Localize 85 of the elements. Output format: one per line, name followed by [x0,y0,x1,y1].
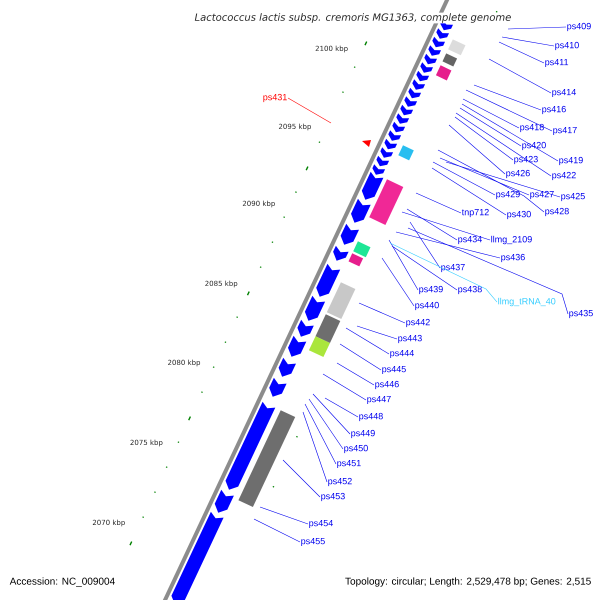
leader-line [282,460,320,498]
leader-line [410,222,440,268]
gene-label: ps445 [382,366,406,374]
gene-label: ps430 [507,210,531,220]
gene-label: ps409 [567,22,591,32]
gene-label: ps449 [351,430,375,438]
gene-label: ps454 [309,520,333,528]
leader-line [406,208,458,240]
gene-label: ps425 [561,192,585,202]
gene-label: ps429 [496,190,520,200]
leader-line [432,168,506,216]
gene-label: ps411 [545,58,568,68]
leader-line [308,398,344,450]
gene-label: ps422 [552,172,576,180]
gene-label: ps440 [415,302,439,310]
gene-label: ps436 [501,254,525,262]
gene-label: ps451 [337,460,361,468]
gene-label: ps442 [406,318,430,328]
gene-label: ps417 [553,126,577,136]
gene-label: ps426 [506,170,530,178]
leader-line [440,158,530,196]
gene-label: ps435 [569,310,593,318]
leader-line [456,112,552,176]
leader-line [466,90,552,132]
leader-line [396,232,500,258]
leader-line [392,246,458,290]
leader-line [460,108,522,146]
leader-line [312,394,350,434]
gene-label: ps438 [458,286,482,294]
leader-line [474,84,542,110]
leader-line [254,518,300,542]
leader-line [454,116,514,160]
gene-label: ps453 [321,492,345,502]
leader-line [324,398,358,418]
gene-label: ps416 [542,106,566,114]
leader-line [388,240,418,290]
gene-label: ps414 [552,88,576,98]
leader-line [462,98,520,128]
leader-line [288,98,332,124]
gene-label: ps427 [530,190,554,200]
gene-label: ps452 [328,478,352,486]
leader-line [260,506,308,524]
leader-line [446,162,560,198]
gene-label: ps431 [263,94,287,102]
leader-line [408,228,568,314]
leader-line [402,212,490,240]
gene-label: ps428 [545,208,569,216]
gene-label: ps443 [398,334,422,344]
summary-text: Topology: circular; Length: 2,529,478 bp; Genes: 2,515 [345,577,591,587]
gene-label: ps437 [441,264,465,272]
gene-label: ps448 [359,412,383,422]
gene-label: ps446 [375,380,399,390]
gene-label: ps418 [520,124,544,132]
leader-line [448,124,506,174]
leader-line [336,362,374,386]
gene-label: ps434 [458,236,482,244]
leader-line [462,104,558,162]
gene-label: ps455 [301,538,325,546]
leader-line [356,326,398,340]
gene-label: ps419 [559,156,583,166]
leader-line [432,162,496,196]
accession-text: Accession: NC_009004 [10,577,115,587]
leader-line [498,42,544,64]
gene-label: ps439 [419,286,443,294]
leader-line [382,258,414,306]
leader-line [416,192,462,214]
leader-line [502,36,554,46]
gene-label: ps447 [367,396,391,404]
leader-line [358,302,406,324]
leader-line [346,328,390,354]
gene-label: llmg_2109 [491,236,532,244]
leader-line [304,404,336,464]
leader-line [488,58,552,94]
gene-label: ps450 [344,444,368,454]
gene-label: tnp712 [462,208,489,218]
gene-label: ps444 [390,350,414,358]
gene-label: llmg_tRNA_40 [498,298,556,306]
leader-line [508,26,566,30]
title: Lactococcus lactis subsp. cremoris MG1363, complete genome [194,12,512,24]
leader-line [438,150,544,212]
leader-line [390,242,498,302]
leader-line [322,374,366,400]
gene-label: ps410 [555,42,579,50]
leader-line [340,344,382,370]
leader-line [302,412,328,482]
